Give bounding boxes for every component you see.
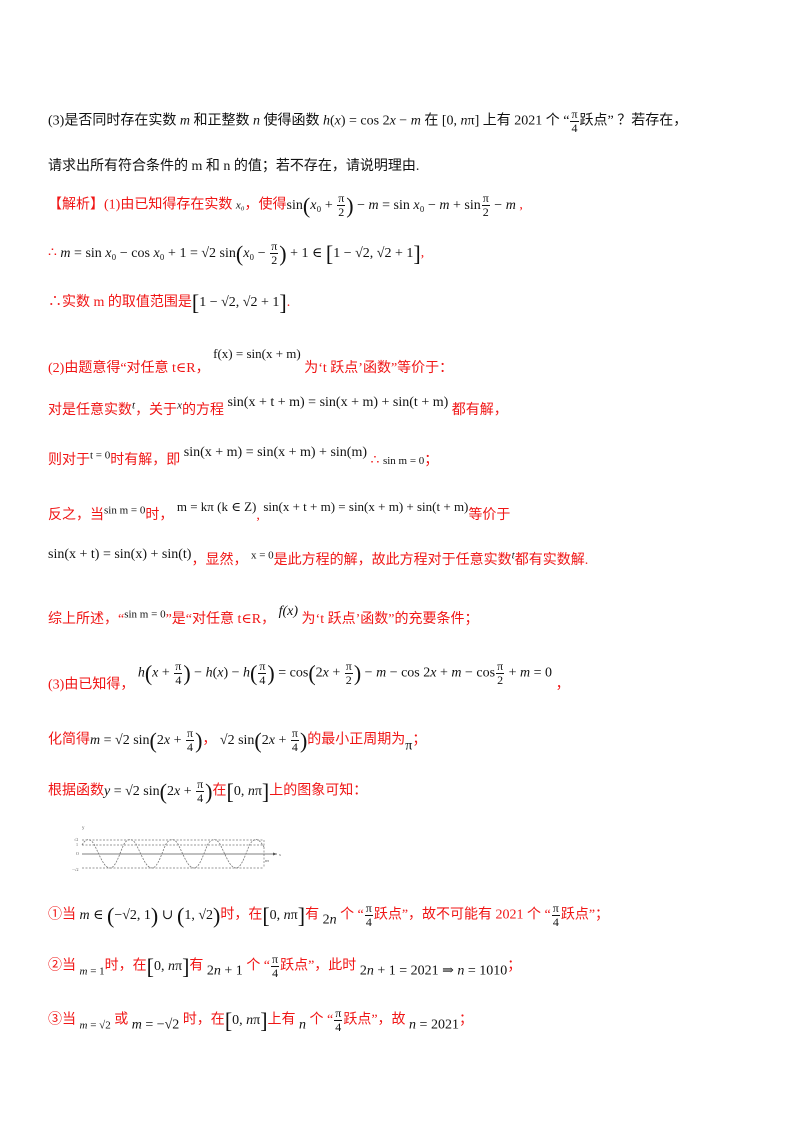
problem-3-line-1: (3)是否同时存在实数 m 和正整数 n 使得函数 h(x) = cos 2x … <box>48 107 688 135</box>
svg-text:x: x <box>279 852 281 857</box>
svg-text:−√2: −√2 <box>72 867 78 872</box>
svg-text:1: 1 <box>76 842 78 847</box>
solution-part1-line3: ∴实数 m 的取值范围是[1 − √2, √2 + 1]. <box>48 290 291 315</box>
svg-text:√2: √2 <box>74 837 78 842</box>
solution-part2-line1: (2)由题意得“对任意 t∈R， f(x) = sin(x + m) 为‘t 跃… <box>48 346 454 376</box>
case-1: ①当 m ∈ (−√2, 1) ∪ (1, √2)时，在[0, nπ]有 2n … <box>48 901 610 929</box>
problem-3-line-2: 请求出所有符合条件的 m 和 n 的值；若不存在，请说明理由. <box>48 159 420 174</box>
solution-part2-line2: 对是任意实数t，关于x的方程 sin(x + t + m) = sin(x + … <box>48 395 508 418</box>
solution-part2-line6: 综上所述，“sin m = 0”是“对任意 t∈R， f(x) 为‘t 跃点’函… <box>48 604 479 627</box>
solution-part2-line3: 则对于t = 0时有解，即 sin(x + m) = sin(x + m) + … <box>48 445 439 468</box>
sine-graph-figure: y √2 1 O −√2 x nπ <box>72 822 282 872</box>
svg-text:O: O <box>76 851 79 856</box>
solution-part2-line5: sin(x + t) = sin(x) + sin(t)，显然， x = 0是此… <box>48 547 589 568</box>
solution-part2-line4: 反之，当sin m = 0时， m = kπ (k ∈ Z), sin(x + … <box>48 499 511 523</box>
sine-wave-plot: y √2 1 O −√2 x nπ <box>72 826 281 872</box>
solution-part1-line2: ∴ m = sin x₀ − cos x₀ + 1 = √2 sin(x₀ − … <box>48 239 425 267</box>
svg-text:nπ: nπ <box>265 858 269 863</box>
svg-text:y: y <box>82 826 85 831</box>
analysis-tag: 【解析】 <box>48 197 104 213</box>
